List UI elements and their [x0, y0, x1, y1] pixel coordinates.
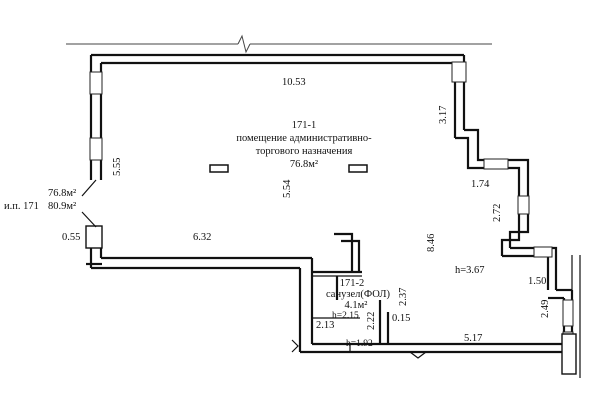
dim-0-55: 0.55 — [62, 232, 80, 243]
break-line — [66, 34, 492, 54]
wc-block — [291, 232, 427, 359]
dim-2-13: 2.13 — [316, 320, 334, 331]
dim-8-46: 8.46 — [426, 234, 437, 252]
dim-3-17: 3.17 — [438, 106, 449, 124]
summary-pointer — [81, 179, 97, 228]
height-wc-top: h=2.15 — [332, 311, 359, 321]
dim-2-49: 2.49 — [540, 300, 551, 318]
room-main-name-line2: торгового назначения — [256, 146, 353, 157]
summary-label: и.п. 171 — [4, 201, 39, 212]
dim-6-32: 6.32 — [193, 232, 211, 243]
room-main-area: 76.8м² — [290, 159, 318, 170]
left-wall-stub — [85, 225, 103, 266]
room-wc-name: санузел(ФОЛ) — [326, 289, 390, 300]
summary-area-main: 76.8м² — [48, 188, 76, 199]
room-main-name-line1: помещение административно- — [236, 133, 372, 144]
dim-1-74: 1.74 — [471, 179, 490, 190]
dim-0-15: 0.15 — [392, 313, 410, 324]
column-left — [209, 164, 229, 173]
column-right — [348, 164, 368, 173]
dim-2-72: 2.72 — [492, 204, 503, 222]
outer-walls — [89, 53, 574, 354]
height-wc-bottom: h=1.92 — [346, 339, 373, 349]
dim-10-53: 10.53 — [282, 77, 306, 88]
summary-area-total: 80.9м² — [48, 201, 76, 212]
dim-2-22: 2.22 — [366, 312, 377, 330]
dim-1-50: 1.50 — [528, 276, 546, 287]
dim-5-54: 5.54 — [282, 179, 293, 198]
dim-2-37: 2.37 — [398, 288, 409, 306]
dim-5-17: 5.17 — [464, 333, 482, 344]
exterior-column — [561, 255, 581, 378]
dim-5-55: 5.55 — [112, 158, 123, 176]
room-main-number: 171-1 — [292, 120, 317, 131]
room-wc-number: 171-2 — [340, 278, 365, 289]
height-main: h=3.67 — [455, 265, 485, 276]
room-wc-area: 4.1м² — [345, 300, 368, 311]
windows — [89, 61, 574, 351]
